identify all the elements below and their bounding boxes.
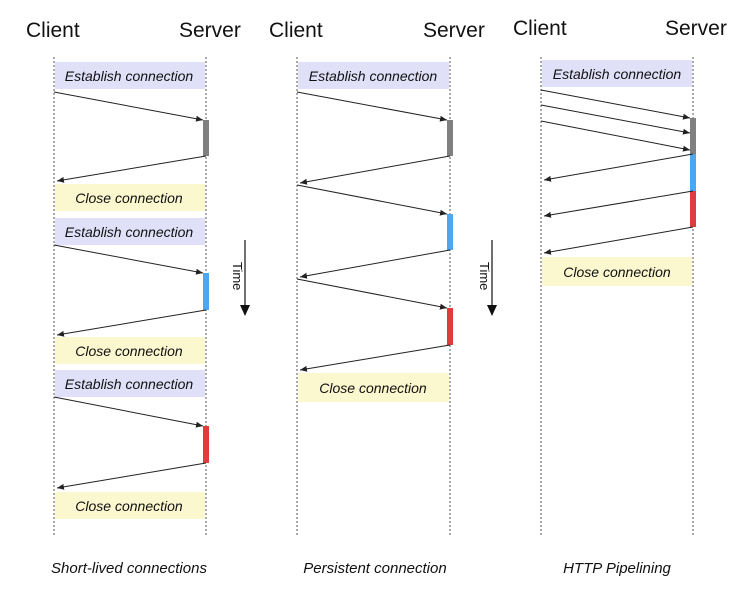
time-label: Time — [477, 262, 492, 290]
close-connection-box — [55, 337, 205, 364]
request-arrow — [296, 91, 448, 122]
client-label: Client — [269, 19, 323, 42]
panel-caption: Persistent connection — [303, 560, 446, 577]
panel-pipelining: Client Server Establish connection Close… — [513, 17, 727, 577]
request-arrow — [296, 184, 448, 216]
client-label: Client — [513, 17, 567, 40]
panel-caption: HTTP Pipelining — [563, 560, 671, 577]
request-block-gray — [203, 120, 209, 156]
request-arrow — [296, 278, 448, 310]
establish-connection-box — [542, 60, 692, 87]
response-arrow — [299, 344, 451, 372]
panel-caption: Short-lived connections — [51, 560, 207, 577]
close-connection-box — [55, 492, 205, 519]
time-arrow-2: Time — [477, 240, 497, 316]
response-arrow — [56, 462, 207, 490]
request-block-red — [203, 426, 209, 463]
establish-connection-label: Establish connection — [309, 68, 438, 84]
close-connection-label: Close connection — [75, 343, 183, 359]
establish-connection-label: Establish connection — [65, 376, 194, 392]
time-arrow-1: Time — [230, 240, 250, 316]
establish-connection-box — [55, 62, 205, 89]
server-label: Server — [665, 17, 727, 40]
close-connection-label: Close connection — [563, 264, 671, 280]
establish-connection-label: Establish connection — [65, 68, 194, 84]
close-connection-label: Close connection — [319, 380, 427, 396]
request-arrow — [53, 244, 204, 275]
response-arrow — [56, 155, 207, 183]
server-label: Server — [423, 19, 485, 42]
request-block-red — [690, 191, 696, 227]
close-connection-box — [55, 184, 205, 211]
response-arrow — [543, 190, 694, 218]
response-arrow — [543, 226, 694, 255]
request-block-red — [447, 308, 453, 345]
time-arrowhead — [487, 305, 497, 316]
close-connection-label: Close connection — [75, 190, 183, 206]
establish-connection-box — [298, 62, 449, 89]
time-arrowhead — [240, 305, 250, 316]
response-arrow — [299, 155, 451, 185]
close-connection-box — [542, 257, 692, 286]
response-arrow — [299, 249, 451, 279]
request-arrow — [540, 89, 691, 120]
establish-connection-label: Establish connection — [65, 224, 194, 240]
request-arrow — [53, 91, 204, 122]
request-block-blue — [447, 214, 453, 250]
panel-short-lived: Client Server Establish connection Close… — [26, 19, 241, 577]
request-arrow — [540, 104, 691, 135]
close-connection-label: Close connection — [75, 498, 183, 514]
server-label: Server — [179, 19, 241, 42]
response-arrow — [56, 309, 207, 337]
request-arrow — [53, 396, 204, 428]
establish-connection-label: Establish connection — [553, 66, 682, 82]
request-block-gray — [690, 118, 696, 154]
request-block-blue — [203, 273, 209, 310]
request-block-gray — [447, 120, 453, 156]
establish-connection-box — [55, 370, 205, 397]
client-label: Client — [26, 19, 80, 42]
response-arrow — [543, 153, 694, 182]
time-label: Time — [230, 262, 245, 290]
establish-connection-box — [55, 218, 205, 245]
request-block-blue — [690, 154, 696, 191]
panel-persistent: Client Server Establish connection Close… — [269, 19, 485, 577]
close-connection-box — [298, 373, 449, 402]
request-arrow — [540, 120, 691, 152]
